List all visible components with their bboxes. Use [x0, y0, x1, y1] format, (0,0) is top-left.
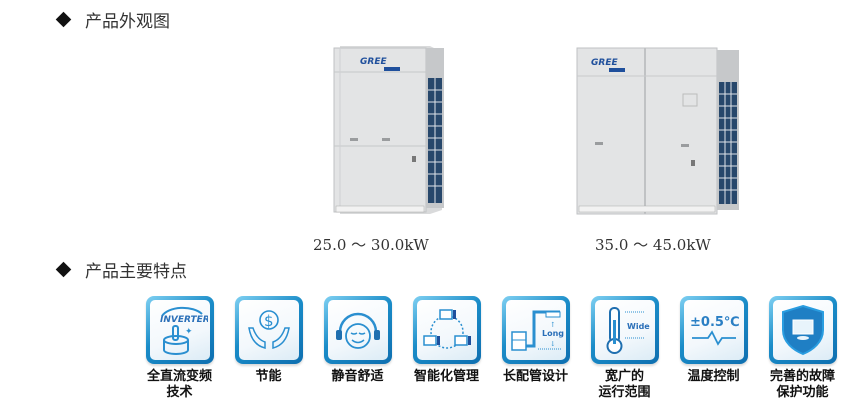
feature-label: 全直流变频 技术	[146, 369, 212, 400]
network-management-icon	[422, 309, 471, 349]
feature-label: 节能	[255, 369, 282, 384]
feature-label: 温度控制	[687, 369, 740, 384]
feature-item: $ 节能	[224, 296, 313, 401]
feature-label: 长配管设计	[502, 369, 568, 384]
svg-text:GREE: GREE	[591, 58, 618, 68]
quiet-comfort-icon	[335, 312, 380, 349]
svg-text:GREE: GREE	[360, 57, 387, 67]
svg-text:±0.5℃: ±0.5℃	[690, 315, 740, 330]
protection-shield-icon	[781, 304, 824, 356]
feature-item: INVERTER ✦ 全直流变频 技术	[135, 296, 224, 401]
thermometer-wide-icon: Wide	[606, 307, 650, 354]
svg-text:↓: ↓	[550, 340, 556, 348]
svg-text:✦: ✦	[185, 327, 193, 337]
feature-list: INVERTER ✦ 全直流变频 技术 $ 节能	[135, 296, 847, 401]
feature-label: 宽广的 运行范围	[598, 369, 651, 400]
energy-saving-icon: $	[247, 310, 290, 349]
feature-item: Wide 宽广的 运行范围	[580, 296, 669, 401]
svg-text:$: $	[264, 312, 274, 330]
svg-text:↑: ↑	[550, 321, 556, 329]
diamond-bullet-icon	[55, 11, 72, 28]
diamond-bullet-icon	[55, 261, 72, 278]
feature-label: 静音舒适	[331, 369, 384, 384]
section-title: 产品外观图	[85, 12, 170, 32]
feature-item: 静音舒适	[313, 296, 402, 401]
section-title: 产品主要特点	[85, 262, 187, 282]
product-image-large-unit: GREE	[575, 38, 745, 218]
feature-item: Long ↑ ↓ 长配管设计	[491, 296, 580, 401]
temperature-control-icon: ±0.5℃	[690, 315, 740, 346]
svg-text:Wide: Wide	[627, 322, 650, 331]
feature-label: 智能化管理	[413, 369, 479, 384]
section-heading-appearance: 产品外观图	[55, 7, 170, 32]
section-heading-features: 产品主要特点	[55, 257, 187, 282]
feature-label: 完善的故障 保护功能	[769, 369, 835, 400]
feature-item: 完善的故障 保护功能	[758, 296, 847, 401]
capacity-caption-large: 35.0 ～ 45.0kW	[595, 236, 711, 254]
inverter-compressor-icon: INVERTER ✦	[160, 306, 208, 355]
feature-item: 智能化管理	[402, 296, 491, 401]
svg-text:Long: Long	[542, 329, 564, 338]
capacity-caption-small: 25.0 ～ 30.0kW	[313, 236, 429, 254]
svg-text:INVERTER: INVERTER	[160, 315, 208, 325]
feature-item: ±0.5℃ 温度控制	[669, 296, 758, 401]
long-piping-icon: Long ↑ ↓	[510, 310, 564, 351]
product-image-small-unit: GREE	[330, 38, 450, 218]
